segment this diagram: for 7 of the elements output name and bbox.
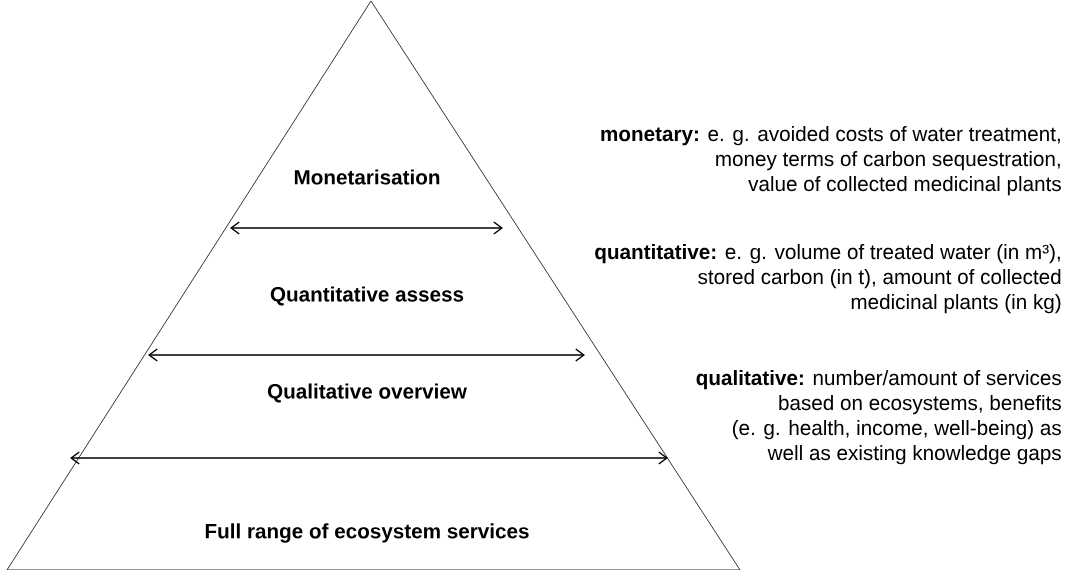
note-text: monetary: e. g. avoided costs of water treatment, money terms of carbon sequestration, value of collected medicinal plants (601, 126, 1061, 196)
note-text: qualitative: number/amount of services based on ecosystems, benefits (e. g. health, income, well-being) as well as existing knowledge gaps (696, 370, 1061, 465)
level-label: Quantitative assess (270, 286, 464, 306)
level-label: Monetarisation (294, 169, 440, 185)
level-label: Qualitative overview (267, 383, 467, 403)
note-text: quantitative: e. g. volume of treated water (in m³), stored carbon (in t), amount of collected medicinal plants (in kg) (595, 244, 1061, 314)
level-label: Full range of ecosystem services (205, 523, 529, 543)
